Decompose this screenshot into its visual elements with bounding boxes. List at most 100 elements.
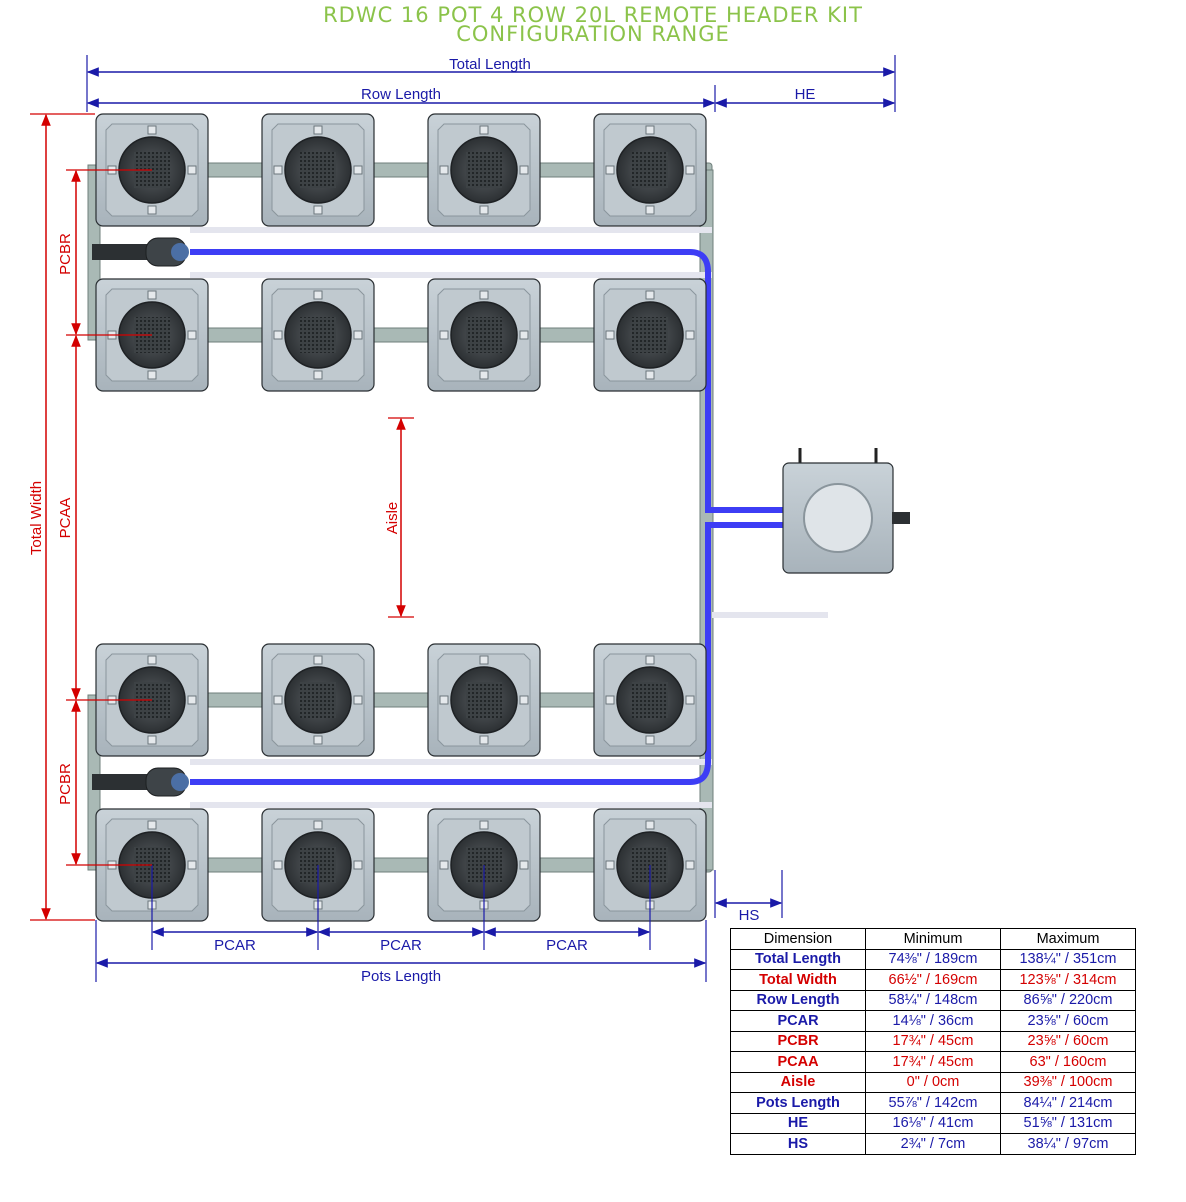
lid-clip (147, 820, 157, 830)
table-row: Row Length 58¼" / 148cm 86⅝" / 220cm (730, 989, 1136, 1011)
lid-clip (313, 125, 323, 135)
net-pot (466, 152, 502, 188)
pot (261, 113, 375, 227)
lid-clip (685, 695, 695, 705)
aisle-label: Aisle (384, 502, 401, 535)
row-dimension: PCAA (730, 1051, 866, 1073)
tank-outlet (892, 512, 910, 524)
hose-top (190, 249, 785, 513)
lid-clip (273, 860, 283, 870)
lid-clip (313, 820, 323, 830)
he-label: HE (795, 86, 816, 103)
row-max: 23⅝" / 60cm (1000, 1030, 1136, 1052)
title-line-2: CONFIGURATION RANGE (456, 22, 730, 46)
lid-clip (147, 735, 157, 745)
row-max: 23⅝" / 60cm (1000, 1010, 1136, 1032)
row-max: 38¼" / 97cm (1000, 1133, 1136, 1155)
table-row: PCAR 14⅛" / 36cm 23⅝" / 60cm (730, 1010, 1136, 1032)
lid-clip (605, 860, 615, 870)
lid-clip (187, 165, 197, 175)
pot (593, 643, 707, 757)
lid-clip (313, 205, 323, 215)
row-min: 0" / 0cm (865, 1071, 1001, 1093)
lid-clip (645, 125, 655, 135)
row-min: 74⅜" / 189cm (865, 948, 1001, 970)
total-width-label: Total Width (28, 481, 45, 555)
row-min: 16⅛" / 41cm (865, 1112, 1001, 1134)
row-min: 66½" / 169cm (865, 969, 1001, 991)
pot (261, 643, 375, 757)
lid-clip (353, 330, 363, 340)
dimension-table: Dimension Minimum Maximum Total Length 7… (730, 928, 1136, 1155)
lid-clip (147, 655, 157, 665)
feed-pipe (190, 759, 712, 765)
lid-clip (605, 165, 615, 175)
lid-clip (147, 125, 157, 135)
lid-clip (479, 125, 489, 135)
lid-clip (439, 165, 449, 175)
table-row: HE 16⅛" / 41cm 51⅝" / 131cm (730, 1112, 1136, 1134)
net-pot (632, 317, 668, 353)
row-dimension: HS (730, 1133, 866, 1155)
row-dimension: Total Length (730, 948, 866, 970)
pcbr-bottom-label: PCBR (57, 763, 74, 805)
pcar-label-3: PCAR (546, 937, 588, 954)
row-min: 17¾" / 45cm (865, 1051, 1001, 1073)
lid-clip (645, 205, 655, 215)
table-row: Aisle 0" / 0cm 39⅜" / 100cm (730, 1071, 1136, 1093)
net-pot (466, 317, 502, 353)
lid-clip (353, 860, 363, 870)
lid-clip (273, 695, 283, 705)
row-dimension: Pots Length (730, 1092, 866, 1114)
valve (92, 244, 147, 260)
lid-clip (645, 655, 655, 665)
net-pot (300, 317, 336, 353)
dimension-lines (30, 55, 896, 982)
row-max: 39⅜" / 100cm (1000, 1071, 1136, 1093)
table-row: Total Width 66½" / 169cm 123⅝" / 314cm (730, 969, 1136, 991)
pot (427, 278, 541, 392)
lid-clip (187, 860, 197, 870)
header-minimum: Minimum (865, 928, 1001, 950)
lid-clip (313, 655, 323, 665)
row-min: 55⅞" / 142cm (865, 1092, 1001, 1114)
total-length-label: Total Length (449, 56, 531, 73)
lid-clip (147, 290, 157, 300)
pot (261, 278, 375, 392)
lid-clip (479, 655, 489, 665)
pcar-label-1: PCAR (214, 937, 256, 954)
net-pot (466, 682, 502, 718)
feed-pipe (712, 612, 828, 618)
row-max: 84¼" / 214cm (1000, 1092, 1136, 1114)
lid-clip (313, 735, 323, 745)
feed-pipe (190, 802, 712, 808)
lid-clip (645, 820, 655, 830)
row-max: 51⅝" / 131cm (1000, 1112, 1136, 1134)
row-max: 86⅝" / 220cm (1000, 989, 1136, 1011)
row-dimension: HE (730, 1112, 866, 1134)
lid-clip (147, 370, 157, 380)
pots-length-label: Pots Length (361, 968, 441, 985)
pot (427, 643, 541, 757)
lid-clip (273, 165, 283, 175)
lid-clip (313, 290, 323, 300)
pump-cap (171, 773, 189, 791)
lid-clip (313, 370, 323, 380)
lid-clip (439, 330, 449, 340)
feed-pipe (190, 227, 712, 233)
lid-clip (353, 695, 363, 705)
lid-clip (479, 290, 489, 300)
table-row: PCAA 17¾" / 45cm 63" / 160cm (730, 1051, 1136, 1073)
net-pot (632, 152, 668, 188)
lid-clip (187, 695, 197, 705)
pot (427, 113, 541, 227)
table-row: Total Length 74⅜" / 189cm 138¼" / 351cm (730, 948, 1136, 970)
lid-clip (605, 330, 615, 340)
header-dimension: Dimension (730, 928, 866, 950)
table-row: PCBR 17¾" / 45cm 23⅝" / 60cm (730, 1030, 1136, 1052)
lid-clip (439, 695, 449, 705)
table-row: Pots Length 55⅞" / 142cm 84¼" / 214cm (730, 1092, 1136, 1114)
pcbr-top-label: PCBR (57, 233, 74, 275)
feed-pipe (190, 272, 712, 278)
